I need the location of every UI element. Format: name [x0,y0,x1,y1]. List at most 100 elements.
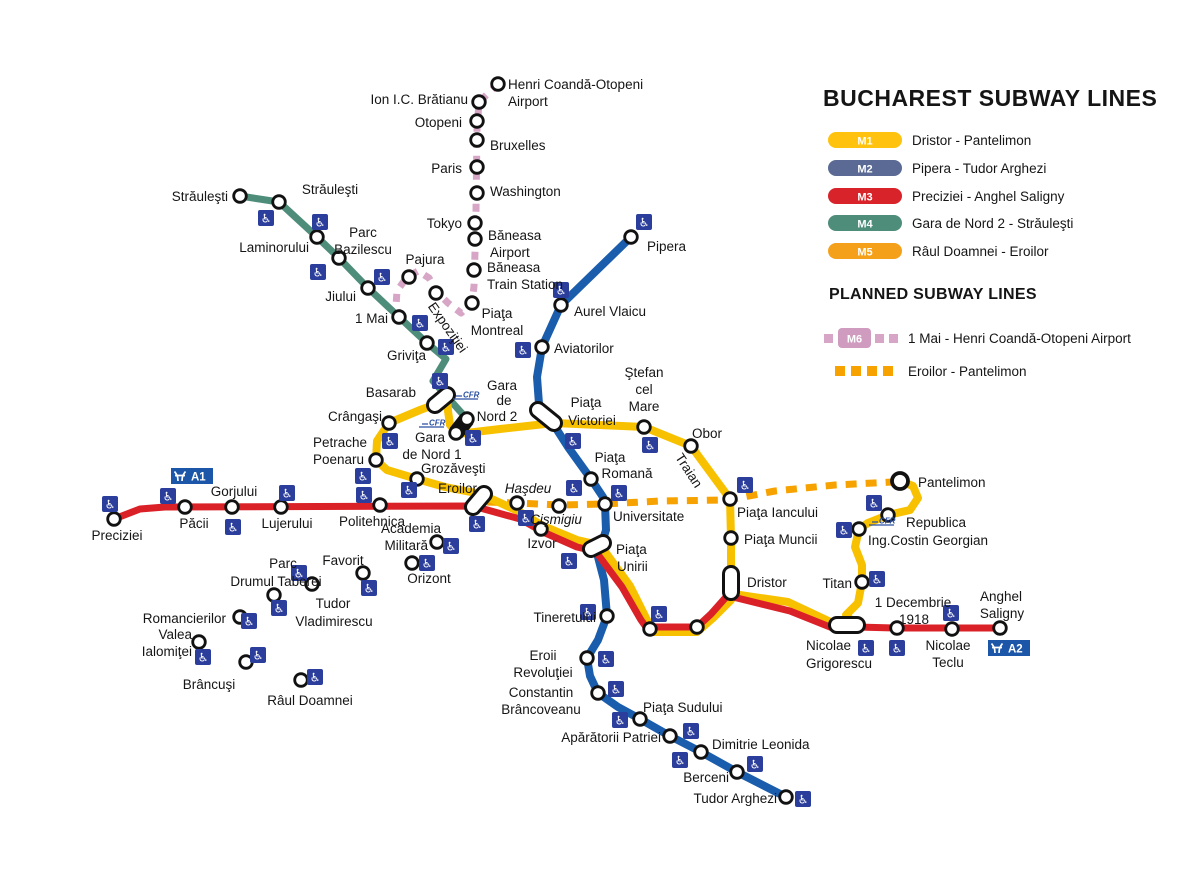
wheelchair-accessible-icon: ♿ [356,487,372,503]
svg-text:♿: ♿ [518,344,529,358]
station-label: Cişmigiu [530,512,582,527]
planned-lines-heading: PLANNED SUBWAY LINES [829,286,1037,303]
station-label: de Nord 1 [402,447,461,462]
station-dot [331,250,347,266]
station-dot [466,262,482,278]
station-label: Piaţa Iancului [737,505,818,520]
station-dot [224,499,240,515]
svg-text:♿: ♿ [228,521,239,535]
svg-text:♿: ♿ [163,490,174,504]
station-label: Mare [629,399,660,414]
station-label: Airport [508,94,548,109]
wheelchair-accessible-icon: ♿ [612,712,628,728]
interchange-capsule-inner [429,389,453,411]
station-dot [428,285,444,301]
svg-text:♿: ♿ [861,642,872,656]
wheelchair-accessible-icon: ♿ [515,342,531,358]
highway-badge-a1: A1 [171,468,213,484]
station-dot [401,269,417,285]
station-label: Poenaru [313,452,364,467]
svg-text:♿: ♿ [359,489,370,503]
svg-text:♿: ♿ [105,498,116,512]
wheelchair-accessible-icon: ♿ [355,468,371,484]
station-label: Griviţa [387,348,426,363]
svg-text:♿: ♿ [564,555,575,569]
station-label: Străuleşti [302,182,358,197]
legend-badge [828,243,902,259]
svg-text:♿: ♿ [468,432,479,446]
wheelchair-accessible-icon: ♿ [737,477,753,493]
station-dot [854,574,870,590]
station-dot [471,94,487,110]
station-label: Saligny [980,606,1025,621]
svg-text:♿: ♿ [358,470,369,484]
station-dot [729,764,745,780]
station-dot [467,215,483,231]
motorway-icon [173,470,187,482]
svg-text:♿: ♿ [611,683,622,697]
station-label: Unirii [617,559,648,574]
wheelchair-accessible-icon: ♿ [438,339,454,355]
station-label: Universitate [613,509,684,524]
station-dot [490,76,506,92]
svg-text:♿: ♿ [639,216,650,230]
svg-text:♿: ♿ [198,651,209,665]
wheelchair-accessible-icon: ♿ [102,496,118,512]
svg-text:♿: ♿ [422,557,433,571]
station-label: Eroilor [438,481,478,496]
wheelchair-accessible-icon: ♿ [412,315,428,331]
station-label: Ştefan [624,365,663,380]
station-label: Băneasa [488,228,542,243]
legend-badge [828,215,902,231]
wheelchair-accessible-icon: ♿ [580,604,596,620]
station-dot [778,789,794,805]
legend-row-eroilor-pantelimon: Eroilor - Pantelimon [835,364,1027,379]
svg-text:M1: M1 [857,136,872,148]
svg-text:M2: M2 [857,164,872,176]
station-label: Gara [487,378,518,393]
station-label: Băneasa [487,260,541,275]
station-label: Washington [490,184,561,199]
station-dot [944,621,960,637]
svg-text:♿: ♿ [654,608,665,622]
station-dot [469,113,485,129]
wheelchair-accessible-icon: ♿ [683,723,699,739]
svg-text:♿: ♿ [568,435,579,449]
wheelchair-accessible-icon: ♿ [361,580,377,596]
station-label: Bazilescu [334,242,392,257]
wheelchair-accessible-icon: ♿ [279,485,295,501]
m4-line [236,192,471,423]
wheelchair-accessible-icon: ♿ [672,752,688,768]
station-label: 1 Mai [355,311,388,326]
station-dot [429,534,445,550]
svg-text:Gara de Nord 2 - Străuleşti: Gara de Nord 2 - Străuleşti [912,216,1073,231]
svg-text:♿: ♿ [415,317,426,331]
wheelchair-accessible-icon: ♿ [419,555,435,571]
wheelchair-accessible-icon: ♿ [866,495,882,511]
legend-badge [828,160,902,176]
station-label: Anghel [980,589,1022,604]
station-dot [534,339,550,355]
station-label: Haşdeu [505,481,552,496]
station-label: Airport [490,245,530,260]
svg-text:Râul Doamnei - Eroilor: Râul Doamnei - Eroilor [912,244,1049,259]
station-label: Preciziei [91,528,142,543]
motorway-icon [990,642,1004,654]
wheelchair-accessible-icon: ♿ [382,433,398,449]
station-dot [360,280,376,296]
svg-text:♿: ♿ [472,518,483,532]
station-label: Piaţa Muncii [744,532,818,547]
svg-text:♿: ♿ [435,375,446,389]
svg-text:♿: ♿ [645,439,656,453]
wheelchair-accessible-icon: ♿ [566,480,582,496]
station-label: Constantin [509,685,574,700]
station-dot [683,438,699,454]
station-label: Brâncuşi [183,677,236,692]
svg-text:♿: ♿ [686,725,697,739]
svg-text:♿: ♿ [244,615,255,629]
svg-text:♿: ♿ [377,271,388,285]
station-label: Aviatorilor [554,341,614,356]
svg-text:♿: ♿ [261,212,272,226]
